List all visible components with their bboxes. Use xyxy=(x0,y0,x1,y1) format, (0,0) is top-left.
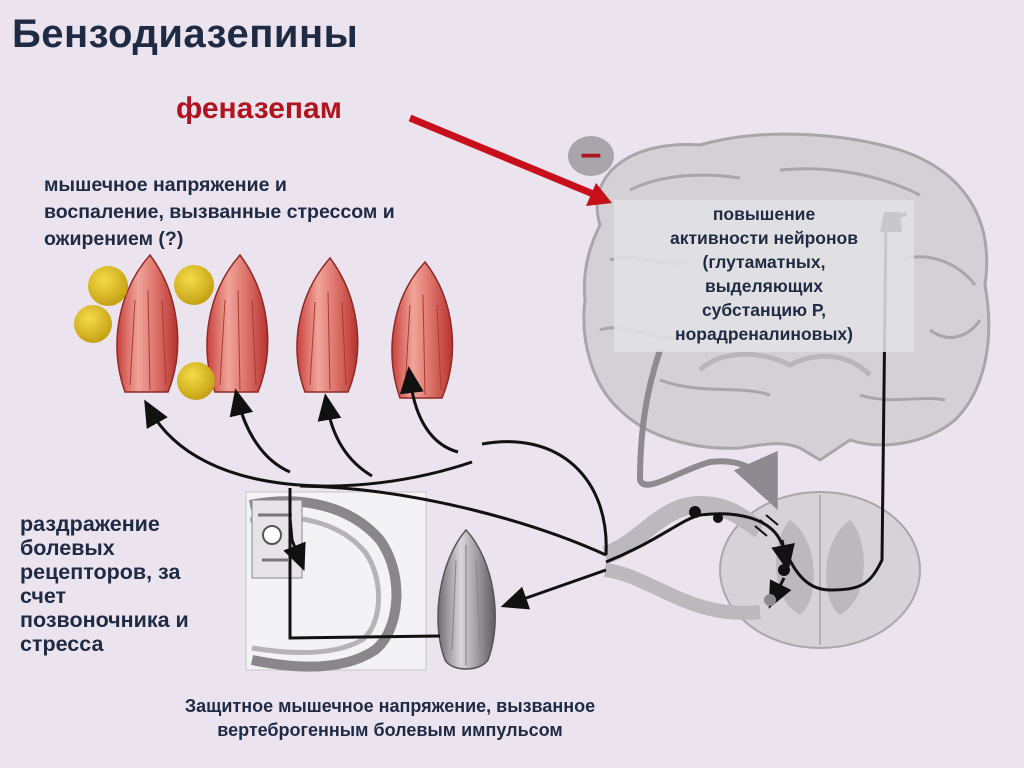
caption-line: счет xyxy=(20,584,67,608)
caption-line: норадреналиновых) xyxy=(675,324,853,344)
muscle-arrows xyxy=(144,366,608,557)
spine-illustration xyxy=(245,491,427,672)
inhibition-minus-icon: – xyxy=(568,135,614,176)
caption-line: повышение xyxy=(712,204,816,224)
caption-line: раздражение xyxy=(20,512,160,536)
pain-receptor-caption: раздражение болевых рецепторов, за счет … xyxy=(20,512,189,656)
drug-arrow xyxy=(408,114,612,206)
inflamed-muscles-illustration xyxy=(74,253,454,400)
descending-pathway xyxy=(636,349,778,510)
fat-cell-1 xyxy=(88,266,128,306)
fat-cell-2 xyxy=(74,305,112,343)
caption-line: воспаление, вызванные стрессом и xyxy=(44,201,395,223)
spinal-cord-illustration xyxy=(602,491,921,649)
caption-line: ожирением (?) xyxy=(44,228,184,250)
protective-muscle-illustration xyxy=(437,528,496,670)
red-muscle-4 xyxy=(391,260,454,399)
page-title: Бензодиазепины xyxy=(12,12,359,56)
caption-line: рецепторов, за xyxy=(20,560,181,584)
red-muscle-2 xyxy=(206,253,269,393)
fat-cell-3 xyxy=(174,265,214,305)
caption-line: болевых xyxy=(20,536,115,560)
red-muscle-3 xyxy=(296,256,359,393)
protective-tension-caption: Защитное мышечное напряжение, вызванное … xyxy=(112,694,668,742)
red-muscle-1 xyxy=(116,253,179,393)
caption-line: вертеброгенным болевым импульсом xyxy=(217,720,563,740)
caption-line: Защитное мышечное напряжение, вызванное xyxy=(184,696,596,716)
caption-line: выделяющих xyxy=(704,276,824,296)
caption-line: (глутаматных, xyxy=(702,252,826,272)
muscle-tension-caption: мышечное напряжение и воспаление, вызван… xyxy=(44,172,395,253)
neuron-activity-caption: повышение активности нейронов (глутаматн… xyxy=(614,200,914,352)
fat-cell-4 xyxy=(177,362,215,400)
spine-pathway xyxy=(283,488,607,640)
caption-line: активности нейронов xyxy=(670,228,858,248)
caption-line: мышечное напряжение и xyxy=(44,174,287,196)
caption-line: стресса xyxy=(20,632,104,656)
drug-name-label: феназепам xyxy=(176,92,342,125)
caption-line: позвоночника и xyxy=(20,608,189,632)
caption-line: субстанцию Р, xyxy=(701,300,827,320)
